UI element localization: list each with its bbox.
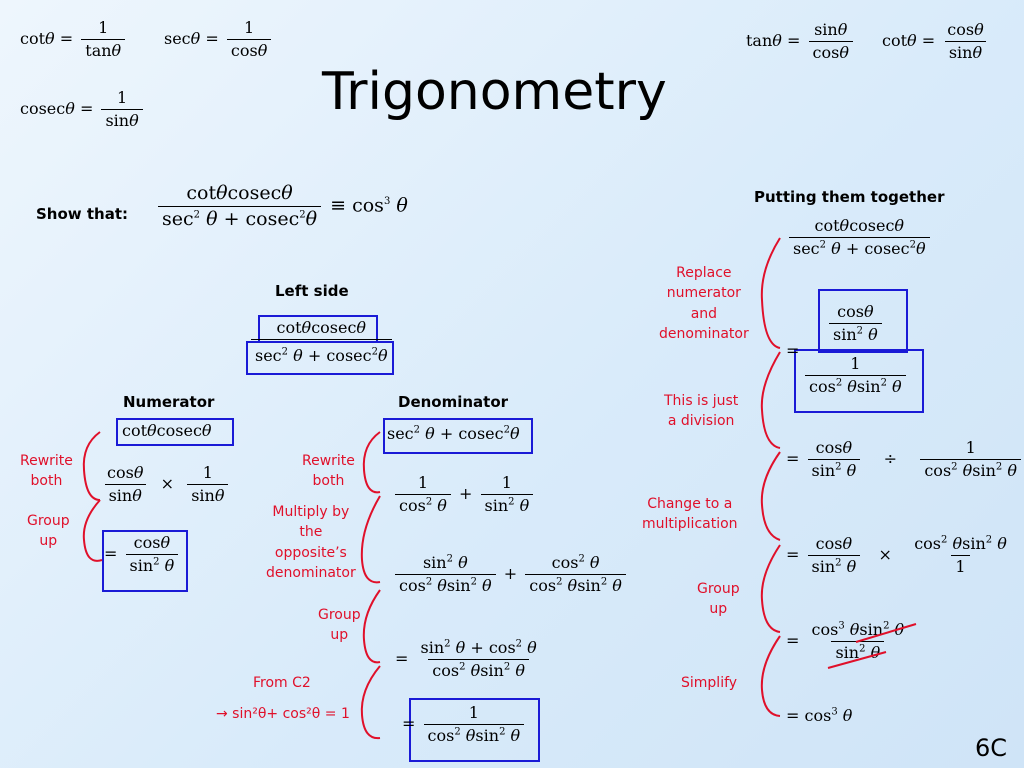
brace-mid-2: [360, 495, 381, 584]
note-replace: Replace numerator and denominator: [659, 265, 749, 342]
denominator-box: [383, 418, 533, 454]
brace-right-4: [760, 544, 781, 633]
numerator-expression: cotθcosecθ: [122, 421, 212, 440]
note-simplify: Simplify: [681, 675, 738, 691]
note-group-up-2: Group up: [318, 607, 361, 644]
numerator-result-box: [102, 530, 188, 592]
page-title: Trigonometry: [322, 62, 667, 122]
brace-mid-1: [362, 431, 381, 494]
denominator-label: Denominator: [398, 393, 509, 411]
putting-together-label: Putting them together: [754, 188, 945, 206]
numerator-box: [116, 418, 234, 446]
note-rewrite-both-2: Rewrite both: [302, 453, 355, 490]
note-from-c2: From C2: [253, 675, 311, 691]
note-group-up-3: Group up: [697, 581, 740, 618]
cancel-strike-marks: [827, 623, 917, 669]
replaced-equals: =: [786, 341, 800, 360]
denominator-expression: sec2 θ + cosec2θ: [387, 424, 520, 443]
brace-mid-3: [362, 589, 381, 664]
replaced-denominator-box: [794, 349, 924, 413]
numerator-label: Numerator: [123, 393, 215, 411]
replaced-numerator-box: [818, 289, 908, 353]
note-group-up-1: Group up: [27, 513, 70, 550]
left-side-label: Left side: [275, 282, 349, 300]
brace-right-3: [760, 451, 781, 541]
note-division: This is just a division: [664, 393, 739, 430]
brace-right-2: [760, 351, 781, 449]
note-rewrite-both-1: Rewrite both: [20, 453, 73, 490]
page-number: 6C: [975, 734, 1008, 762]
show-that-label: Show that:: [36, 205, 129, 223]
brace-right-1: [760, 237, 781, 349]
left-denominator-box: [246, 341, 394, 375]
note-change-multiplication: Change to a multiplication: [642, 496, 738, 533]
brace-mid-4: [360, 665, 381, 740]
denominator-result-box: [409, 698, 540, 762]
note-pythagorean-identity: → sin²θ+ cos²θ = 1: [216, 706, 350, 722]
brace-left-1: [82, 431, 101, 501]
brace-right-5: [760, 635, 781, 717]
brace-left-2: [82, 499, 103, 562]
note-multiply-opposite: Multiply by the opposite’s denominator: [266, 504, 356, 581]
final-result: = cos3 θ: [786, 706, 853, 725]
